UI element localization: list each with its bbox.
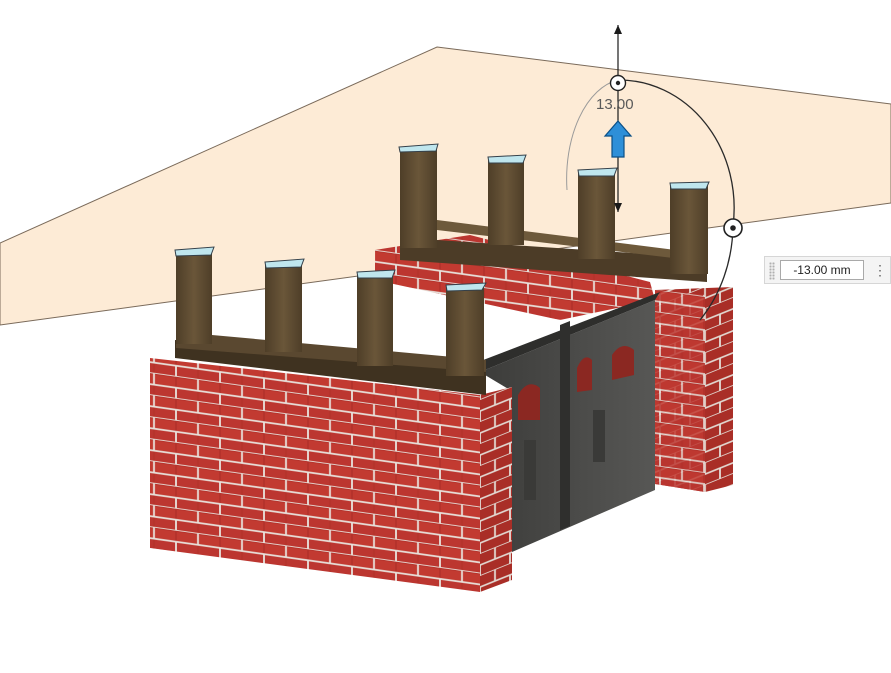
gate[interactable] [478, 292, 660, 552]
vertical-ellipsis-icon[interactable]: ⋮ [873, 262, 887, 278]
move-manipulator[interactable] [566, 25, 743, 321]
distance-input[interactable] [780, 260, 864, 280]
top-handle-icon[interactable] [609, 74, 627, 92]
axis-arrow-down-icon [614, 203, 622, 212]
axis-arrow-up-icon [614, 25, 622, 34]
back-battlement[interactable] [398, 143, 710, 282]
distance-arrow-icon[interactable] [603, 120, 633, 158]
rotation-arc-back [566, 79, 619, 191]
front-battlement[interactable] [174, 246, 487, 395]
front-wall[interactable] [150, 358, 512, 592]
grip-handle-icon[interactable] [769, 262, 775, 280]
rotate-handle-icon[interactable] [723, 218, 743, 238]
rotation-arc[interactable] [617, 79, 735, 321]
right-pillar[interactable] [655, 287, 733, 492]
distance-input-box: ⋮ [764, 256, 891, 284]
